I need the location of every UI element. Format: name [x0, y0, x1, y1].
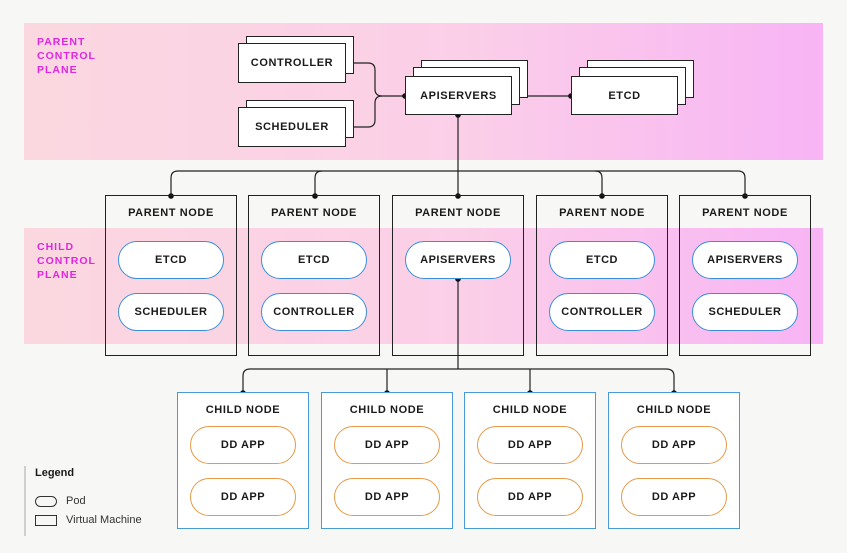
parent-node-1: PARENT NODE ETCD SCHEDULER	[105, 195, 237, 356]
parent-node-title: PARENT NODE	[415, 207, 501, 219]
child-node-2: CHILD NODE DD APP DD APP	[321, 392, 453, 529]
parent-node-title: PARENT NODE	[702, 207, 788, 219]
child-node-1: CHILD NODE DD APP DD APP	[177, 392, 309, 529]
controller-pod: CONTROLLER	[549, 293, 655, 331]
legend-row-pod: Pod	[35, 495, 86, 507]
etcd-pod: ETCD	[549, 241, 655, 279]
legend: Legend Pod Virtual Machine	[24, 466, 164, 536]
parent-node-title: PARENT NODE	[271, 207, 357, 219]
child-node-4: CHILD NODE DD APP DD APP	[608, 392, 740, 529]
legend-vm-label: Virtual Machine	[66, 514, 142, 526]
scheduler-vm: SCHEDULER	[238, 107, 346, 147]
child-control-plane-label: CHILD CONTROL PLANE	[37, 241, 96, 281]
etcd-pod: ETCD	[261, 241, 367, 279]
dd-app-pod: DD APP	[477, 478, 583, 516]
vm-shape-icon	[35, 514, 57, 526]
controller-pod: CONTROLLER	[261, 293, 367, 331]
etcd-vm: ETCD	[571, 76, 678, 115]
dd-app-pod: DD APP	[621, 478, 727, 516]
parent-node-4: PARENT NODE ETCD CONTROLLER	[536, 195, 668, 356]
legend-title: Legend	[35, 467, 75, 479]
parent-node-3: PARENT NODE APISERVERS	[392, 195, 524, 356]
parent-node-title: PARENT NODE	[128, 207, 214, 219]
scheduler-pod: SCHEDULER	[118, 293, 224, 331]
dd-app-pod: DD APP	[334, 426, 440, 464]
apiservers-pod: APISERVERS	[405, 241, 511, 279]
child-node-3: CHILD NODE DD APP DD APP	[464, 392, 596, 529]
dd-app-pod: DD APP	[477, 426, 583, 464]
parent-node-title: PARENT NODE	[559, 207, 645, 219]
legend-pod-label: Pod	[66, 495, 86, 507]
legend-bar	[24, 466, 26, 536]
parent-node-5: PARENT NODE APISERVERS SCHEDULER	[679, 195, 811, 356]
child-node-title: CHILD NODE	[349, 404, 425, 416]
controller-vm: CONTROLLER	[238, 43, 346, 83]
parent-control-plane-label: PARENT CONTROL PLANE	[37, 36, 96, 76]
child-node-title: CHILD NODE	[205, 404, 281, 416]
pod-shape-icon	[35, 495, 57, 507]
child-node-title: CHILD NODE	[492, 404, 568, 416]
dd-app-pod: DD APP	[190, 478, 296, 516]
dd-app-pod: DD APP	[334, 478, 440, 516]
child-node-title: CHILD NODE	[636, 404, 712, 416]
dd-app-pod: DD APP	[621, 426, 727, 464]
legend-row-vm: Virtual Machine	[35, 514, 142, 526]
apiservers-vm: APISERVERS	[405, 76, 512, 115]
apiservers-pod: APISERVERS	[692, 241, 798, 279]
etcd-pod: ETCD	[118, 241, 224, 279]
dd-app-pod: DD APP	[190, 426, 296, 464]
scheduler-pod: SCHEDULER	[692, 293, 798, 331]
parent-node-2: PARENT NODE ETCD CONTROLLER	[248, 195, 380, 356]
